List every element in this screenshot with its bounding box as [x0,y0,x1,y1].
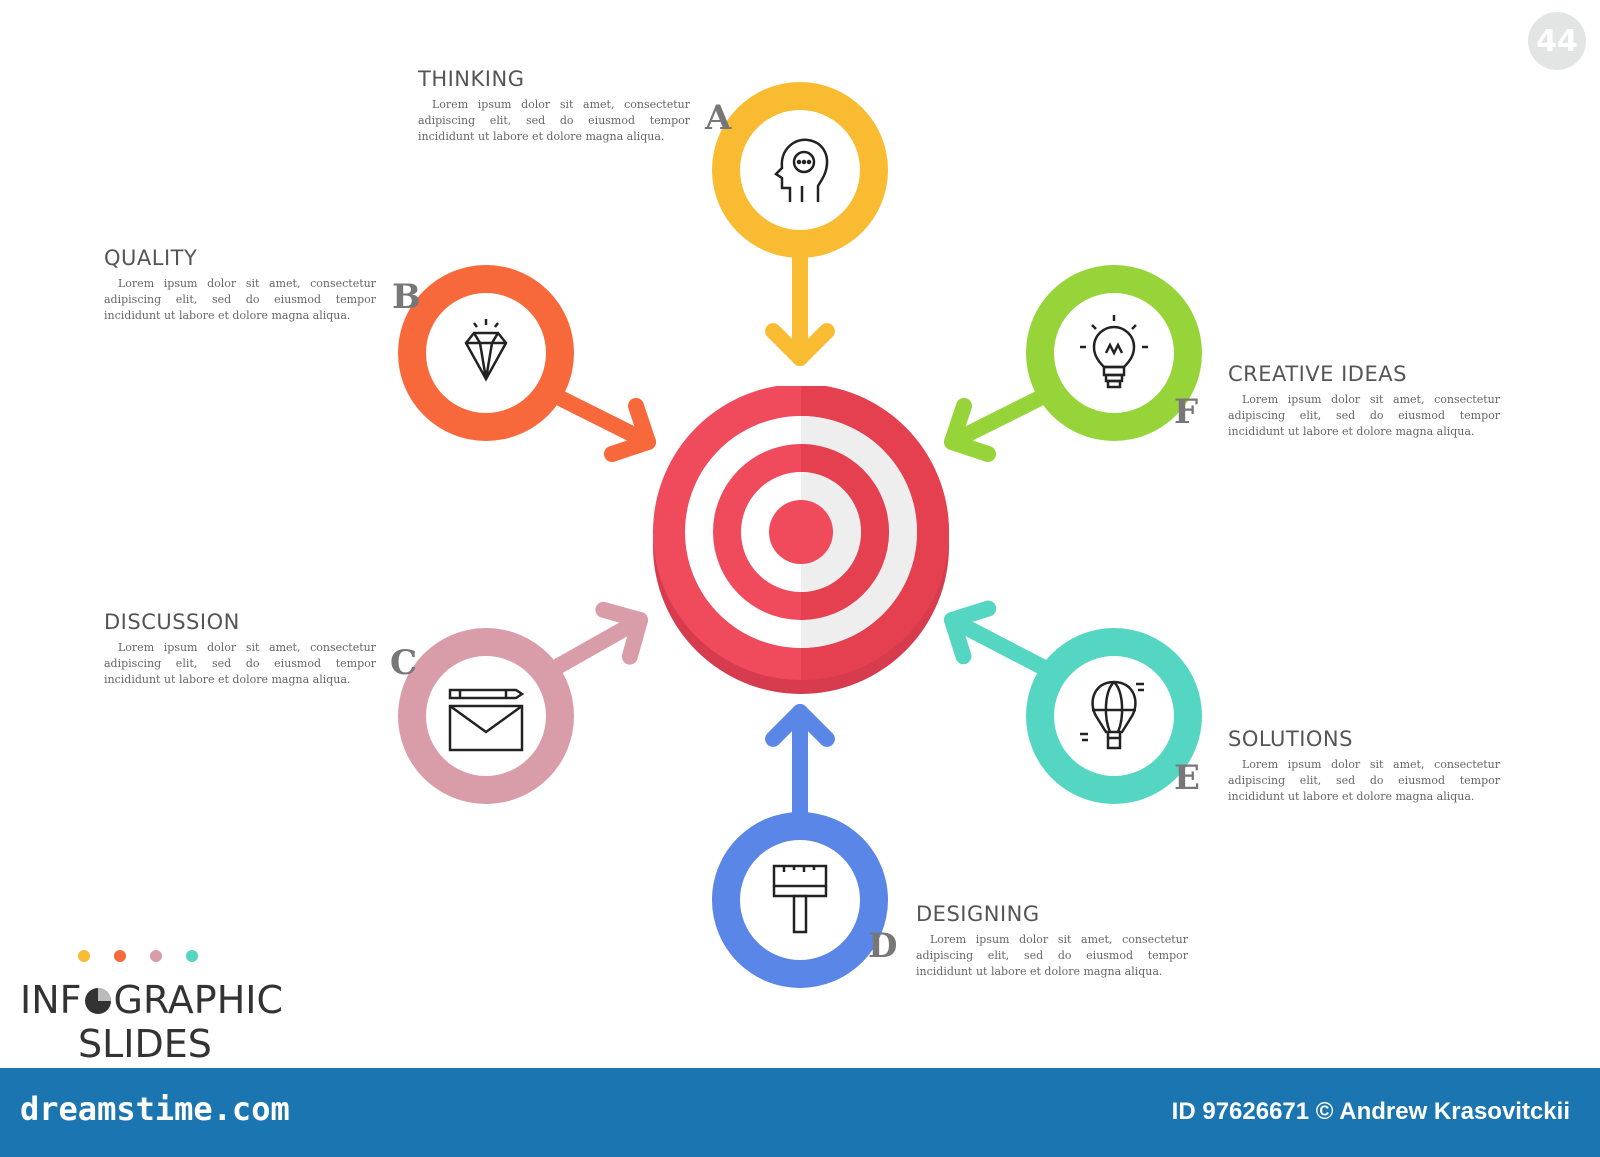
item-title: CREATIVE IDEAS [1228,362,1407,386]
ring-quality [398,265,574,441]
item-title: THINKING [418,67,525,91]
logo-dot [186,950,198,962]
item-thinking: THINKING Lorem ipsum dolor sit amet, con… [418,67,690,145]
letter-c: C [390,643,418,683]
item-desc: Lorem ipsum dolor sit amet, consectetur … [418,98,690,143]
ring-inner [426,656,546,776]
letter-b: B [392,277,421,317]
item-solutions: SOLUTIONS Lorem ipsum dolor sit amet, co… [1228,727,1500,805]
logo-text-graphic: GRAPHIC [113,978,284,1022]
item-quality: QUALITY Lorem ipsum dolor sit amet, cons… [104,246,376,324]
item-creative-ideas: CREATIVE IDEAS Lorem ipsum dolor sit ame… [1228,362,1500,440]
diamond-icon [464,319,508,382]
ring-inner [740,840,860,960]
ring-discussion [398,628,574,804]
envelope-pencil-icon [448,688,525,752]
target-icon [653,386,949,694]
arrows-layer [540,242,1060,836]
image-credit: ID 97626671 © Andrew Krasovitckii [1171,1098,1570,1125]
ring-inner [1054,293,1174,413]
ring-inner [426,293,546,413]
ring-inner [1054,656,1174,776]
light-bulb-icon [1080,315,1148,389]
page-number-badge: 44 [1528,12,1586,70]
logo-dots [78,950,208,964]
logo-line-1: INF GRAPHIC [20,978,283,1022]
item-desc: Lorem ipsum dolor sit amet, consectetur … [1228,758,1500,803]
letter-e: E [1174,758,1200,798]
item-title: SOLUTIONS [1228,727,1353,751]
letter-f: F [1174,392,1199,432]
logo-dot [78,950,90,962]
ring-inner [740,110,860,230]
item-title: QUALITY [104,246,198,270]
item-desc: Lorem ipsum dolor sit amet, consectetur … [1228,393,1500,438]
ring-creative-ideas [1026,265,1202,441]
item-desc: Lorem ipsum dolor sit amet, consectetur … [104,277,376,322]
head-thought-icon [774,138,829,202]
logo-dot [150,950,162,962]
arrow-b [540,384,656,463]
paint-brush-icon [772,864,828,934]
ring-solutions [1026,628,1202,804]
logo-text-inf: INF [20,978,82,1022]
logo-dot [114,950,126,962]
item-designing: DESIGNING Lorem ipsum dolor sit amet, co… [916,902,1188,980]
infographic-canvas: A THINKING Lorem ipsum dolor sit amet, c… [20,12,1586,1066]
arrow-d [765,704,835,836]
arrow-e [944,600,1060,680]
hot-air-balloon-icon [1080,680,1144,750]
item-discussion: DISCUSSION Lorem ipsum dolor sit amet, c… [104,610,376,688]
item-desc: Lorem ipsum dolor sit amet, consectetur … [104,641,376,686]
logo-line-2: SLIDES [78,1022,212,1066]
arrow-a [765,242,835,366]
arrow-c [540,601,648,680]
letter-d: D [868,926,898,966]
stock-site-name: dreamstime.com [20,1090,290,1128]
letter-a: A [705,98,732,138]
ring-designing [712,812,888,988]
pie-chart-icon [84,988,111,1014]
item-title: DESIGNING [916,902,1040,926]
item-title: DISCUSSION [104,610,240,634]
item-desc: Lorem ipsum dolor sit amet, consectetur … [916,933,1188,978]
ring-thinking [712,82,888,258]
arrow-f [944,384,1060,463]
stock-footer-bar: dreamstime.com ID 97626671 © Andrew Kras… [0,1068,1600,1157]
